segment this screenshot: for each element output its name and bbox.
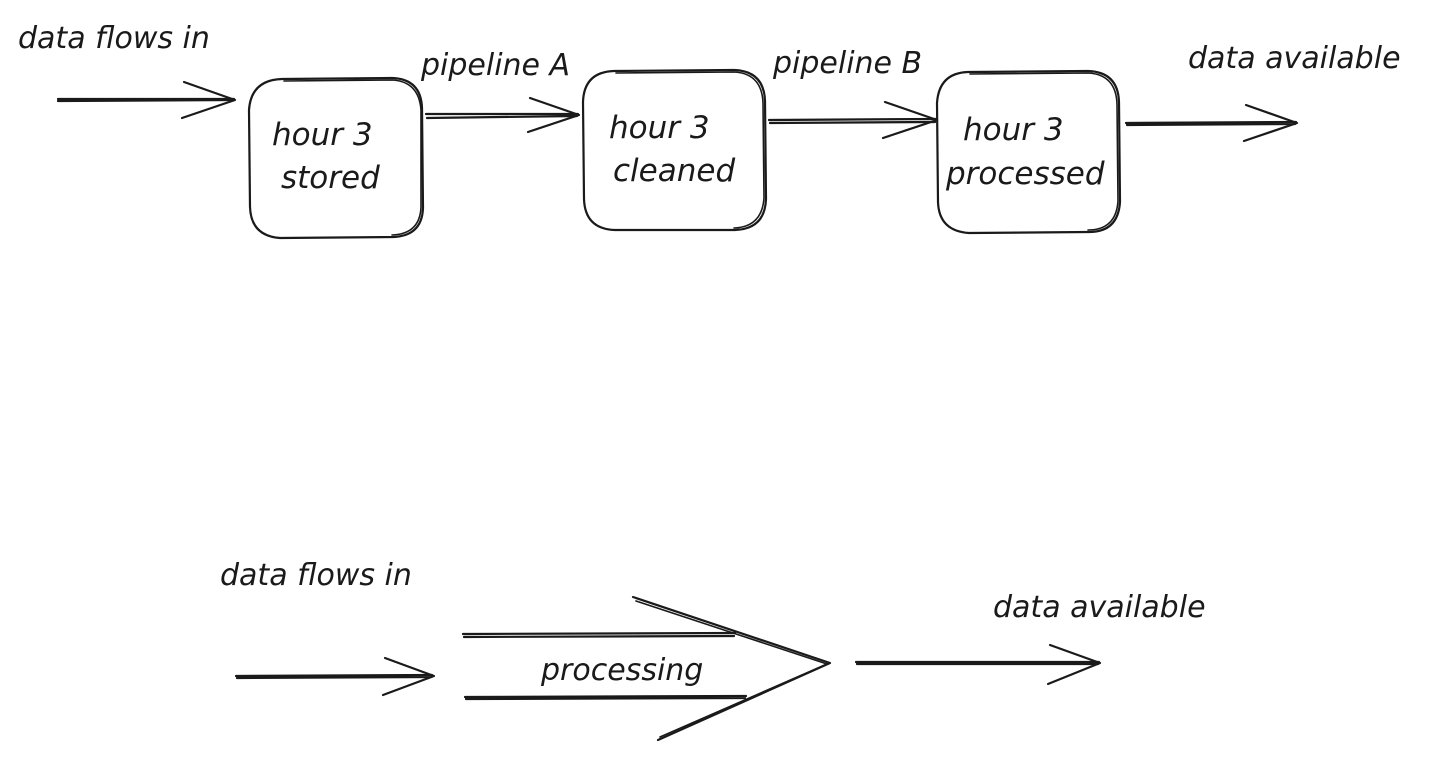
stage-2-line1: hour 3 xyxy=(609,110,710,146)
pipeline-b-arrow xyxy=(767,100,939,140)
processing-label: processing xyxy=(540,653,703,688)
top-flow: data flows in hour 3 stored pipeline A h… xyxy=(18,21,1401,240)
pipeline-a-label: pipeline A xyxy=(420,48,570,83)
top-input-label: data flows in xyxy=(18,21,210,56)
bottom-input-label: data flows in xyxy=(220,558,412,593)
stage-3-line1: hour 3 xyxy=(963,112,1064,148)
stage-3-line2: processed xyxy=(945,156,1105,192)
bottom-output-label: data available xyxy=(993,590,1206,625)
top-output-arrow xyxy=(1124,103,1299,143)
stage-box-cleaned: hour 3 cleaned xyxy=(581,68,768,232)
stage-2-line2: cleaned xyxy=(613,153,735,189)
stage-box-stored: hour 3 stored xyxy=(247,76,425,240)
stage-box-processed: hour 3 processed xyxy=(935,69,1122,235)
stage-1-line1: hour 3 xyxy=(272,117,373,153)
bottom-flow: data flows in processing data available xyxy=(220,558,1206,742)
stage-1-line2: stored xyxy=(281,160,380,196)
top-input-arrow xyxy=(56,80,237,120)
pipeline-a-arrow xyxy=(424,96,581,134)
bottom-output-arrow xyxy=(854,643,1102,686)
processing-arrow: processing xyxy=(461,595,832,742)
top-output-label: data available xyxy=(1188,41,1401,76)
pipeline-b-label: pipeline B xyxy=(772,46,922,81)
bottom-input-arrow xyxy=(234,656,436,697)
